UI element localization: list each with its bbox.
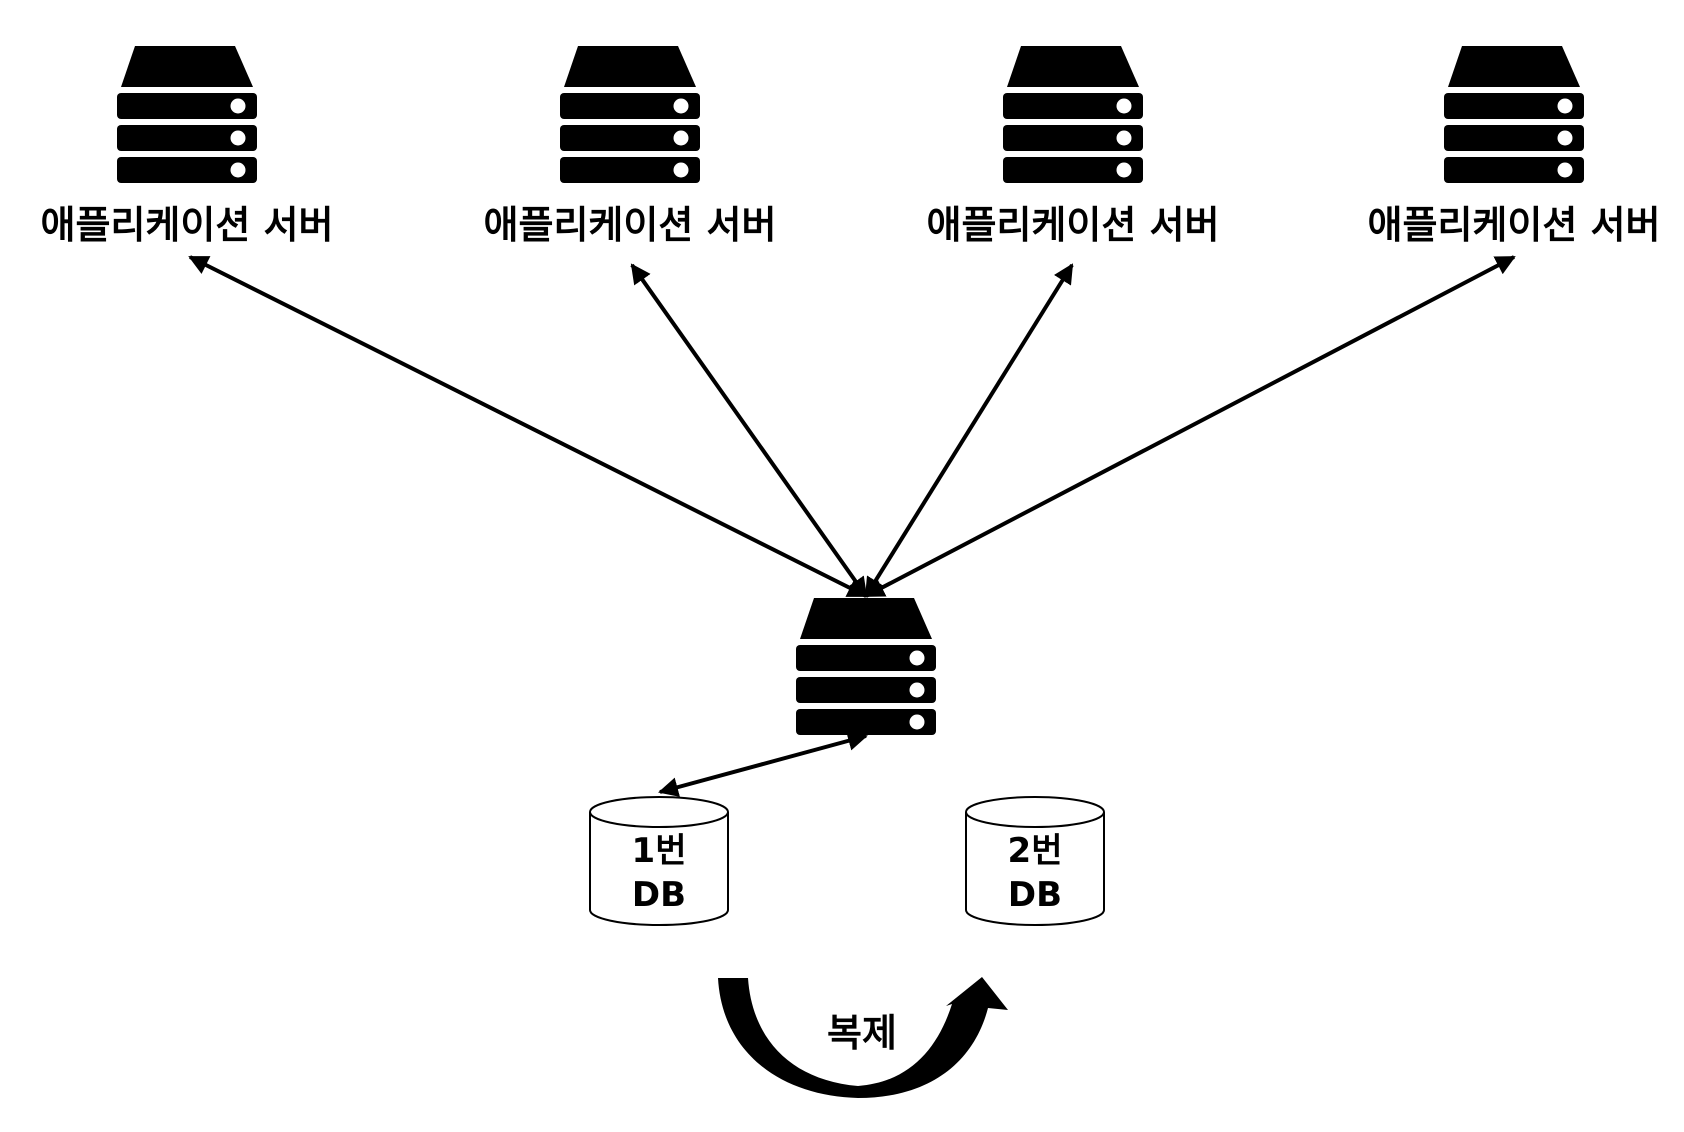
connector-app-server-3 [864,263,1074,598]
app-server-label: 애플리케이션 서버 [484,203,777,247]
app-server-label: 애플리케이션 서버 [1368,203,1661,247]
central-server [796,598,936,735]
connectors [188,255,1516,797]
connector-db-1 [658,731,868,797]
app-server-label: 애플리케이션 서버 [927,203,1220,247]
database-label-line1: 2번 [1008,831,1063,871]
database-1: 1번 DB [589,796,729,926]
app-server-3: 애플리케이션 서버 [927,46,1220,247]
database-cylinder-icon [965,796,1105,926]
connector-app-server-4 [864,255,1516,598]
database-label-line1: 1번 [632,831,687,871]
replication-label: 복제 [827,1011,897,1055]
database-label-line2: DB [1008,875,1062,915]
server-icon [1444,46,1584,183]
connector-app-server-2 [630,263,868,598]
database-2: 2번 DB [965,796,1105,926]
replication: 복제 [718,977,1008,1098]
server-icon [560,46,700,183]
database-label-line2: DB [632,875,686,915]
server-icon [796,598,936,735]
connector-app-server-1 [188,255,868,598]
database-cylinder-icon [589,796,729,926]
server-icon [117,46,257,183]
app-server-label: 애플리케이션 서버 [41,203,334,247]
app-server-1: 애플리케이션 서버 [41,46,334,247]
curved-arrow-icon [718,977,1008,1098]
app-server-2: 애플리케이션 서버 [484,46,777,247]
app-server-4: 애플리케이션 서버 [1368,46,1661,247]
server-icon [1003,46,1143,183]
